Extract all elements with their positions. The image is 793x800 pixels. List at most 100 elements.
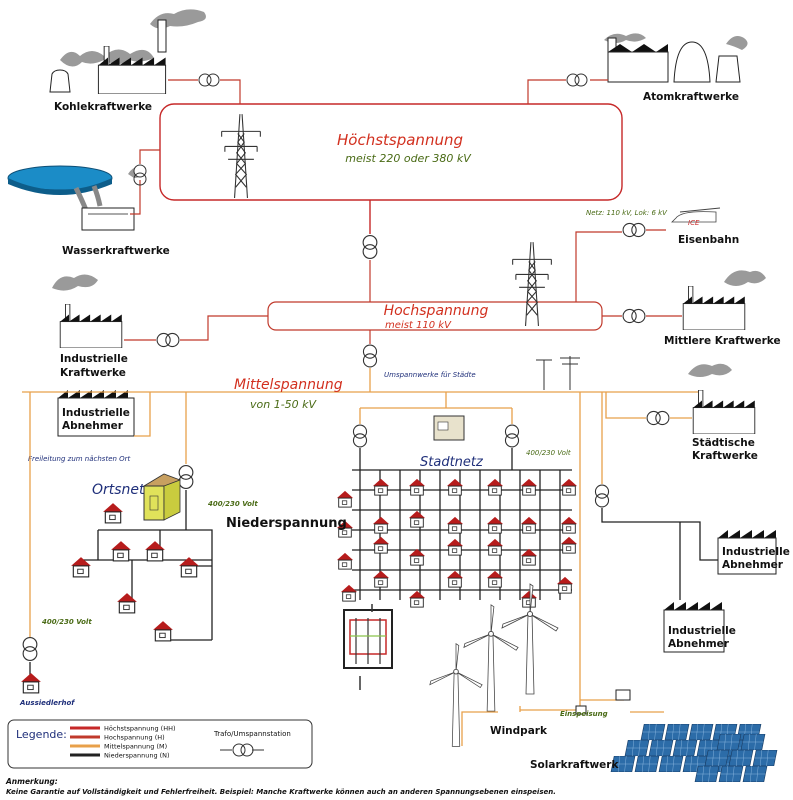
industrial-consumer-right-1: Industrielle Abnehmer xyxy=(717,530,790,575)
train-icon xyxy=(671,211,717,223)
wind-park-label: Windpark xyxy=(490,725,548,737)
house-icon xyxy=(110,540,132,562)
distribution-cabinet-icon xyxy=(343,604,393,690)
pylon-icon xyxy=(221,113,261,198)
house-icon xyxy=(446,570,464,588)
house-icon xyxy=(446,538,464,556)
village-network: Freileitung zum nächsten Ort 400/230 Vol… xyxy=(28,392,347,642)
high-voltage-title: Hochspannung xyxy=(384,303,489,319)
solar-panel-icon xyxy=(688,724,714,740)
solar-panel-icon xyxy=(634,756,660,772)
legend-title: Legende: xyxy=(16,728,67,741)
transformer-icon xyxy=(566,73,588,87)
transformer-icon xyxy=(352,424,368,448)
house-icon xyxy=(144,540,166,562)
city-network: Stadtnetz 400/230 Volt xyxy=(336,392,578,608)
medium-voltage-subtitle: von 1-50 kV xyxy=(250,398,318,411)
house-icon xyxy=(408,478,426,496)
high-voltage-subtitle: meist 110 kV xyxy=(385,320,452,331)
medium-plant: Mittlere Kraftwerke xyxy=(664,270,781,347)
house-icon xyxy=(152,620,174,642)
industrial-consumer-label-2: Abnehmer xyxy=(62,420,124,432)
industrial-consumer-label-2: Abnehmer xyxy=(722,559,784,571)
legend-item-label: Niederspannung (N) xyxy=(104,752,170,760)
low-voltage-title: Niederspannung xyxy=(226,516,347,531)
transformer-icon xyxy=(156,332,180,348)
railway-label: Eisenbahn xyxy=(678,234,739,246)
solar-panel-icon xyxy=(728,750,754,766)
legend-transformer-label: Trafo/Umspannstation xyxy=(213,730,291,738)
high-voltage-network: Hochspannung meist 110 kV xyxy=(267,241,603,331)
feed-in-label: Einspeisung xyxy=(560,710,608,718)
solar-plant: Solarkraftwerk xyxy=(530,711,778,782)
solar-panel-icon xyxy=(648,740,674,756)
house-icon xyxy=(336,552,354,570)
wind-turbine-icon xyxy=(429,643,483,747)
industrial-consumer-left: Industrielle Abnehmer xyxy=(57,390,135,437)
factory-icon xyxy=(692,390,756,434)
city-grid xyxy=(352,469,572,600)
house-icon xyxy=(520,590,538,608)
railway: Netz: 110 kV, Lok: 6 kV ICE Eisenbahn xyxy=(575,207,739,302)
transformer-icon xyxy=(362,234,378,260)
smoke-icon xyxy=(52,274,98,291)
industrial-consumer-label-1: Industrielle xyxy=(668,625,736,637)
legend-item-label: Hochspannung (H) xyxy=(104,734,165,742)
house-icon xyxy=(372,536,390,554)
house-icon xyxy=(116,592,138,614)
industrial-plant-label-2: Kraftwerke xyxy=(60,367,126,379)
wind-turbine-icon xyxy=(463,604,519,712)
house-icon xyxy=(102,502,124,524)
transformer-icon xyxy=(646,410,670,426)
factory-icon xyxy=(682,286,746,330)
house-icon xyxy=(560,478,578,496)
coal-plant-label: Kohlekraftwerke xyxy=(54,101,152,113)
solar-panel-icon xyxy=(658,756,684,772)
substation-annotation: Umspannwerke für Städte xyxy=(384,371,476,379)
house-icon xyxy=(560,536,578,554)
extra-high-voltage-network: Höchstspannung meist 220 oder 380 kV xyxy=(159,103,623,201)
solar-panel-icon xyxy=(640,724,666,740)
transformer-icon xyxy=(362,344,378,368)
transformer-icon xyxy=(622,222,646,238)
solar-panel-icon xyxy=(718,766,744,782)
house-icon xyxy=(520,478,538,496)
house-icon xyxy=(372,478,390,496)
wind-park: Windpark xyxy=(429,583,559,747)
farmstead-label: Aussiedlerhof xyxy=(19,699,75,707)
transformer-icon xyxy=(504,424,520,448)
solar-panel-icon xyxy=(624,740,650,756)
house-icon xyxy=(486,478,504,496)
farmstead: 400/230 Volt Aussiedlerhof xyxy=(19,392,92,707)
inverter-box-icon xyxy=(615,689,631,701)
transformer-icon xyxy=(622,308,646,324)
industrial-plant: Industrielle Kraftwerke xyxy=(52,274,128,379)
house-icon xyxy=(446,516,464,534)
city-network-title: Stadtnetz xyxy=(420,455,484,470)
house-icon xyxy=(336,490,354,508)
solar-panel-icon xyxy=(752,750,778,766)
city-plant-label-1: Städtische xyxy=(692,437,755,449)
ice-badge: ICE xyxy=(688,219,700,227)
smoke-icon xyxy=(726,36,748,50)
cooling-tower-icon xyxy=(715,55,741,83)
powerhouse-icon xyxy=(81,207,135,231)
house-icon xyxy=(372,570,390,588)
industrial-consumer-label-1: Industrielle xyxy=(722,546,790,558)
transformer-icon xyxy=(198,73,220,87)
industrial-plant-label-1: Industrielle xyxy=(60,353,128,365)
house-icon xyxy=(486,538,504,556)
industrial-consumer-right-2: Industrielle Abnehmer xyxy=(663,602,736,653)
legend-item-label: Mittelspannung (M) xyxy=(104,743,167,751)
footer-title: Anmerkung: xyxy=(5,777,58,786)
house-icon xyxy=(408,548,426,566)
house-icon xyxy=(408,510,426,528)
extra-high-voltage-ring xyxy=(159,103,623,201)
transformer-icon xyxy=(178,464,194,490)
hydro-plant-label: Wasserkraftwerke xyxy=(62,245,170,257)
solar-panel-icon xyxy=(672,740,698,756)
smoke-icon xyxy=(688,363,732,377)
industrial-consumer-label-2: Abnehmer xyxy=(668,638,730,650)
factory-icon xyxy=(59,304,123,348)
